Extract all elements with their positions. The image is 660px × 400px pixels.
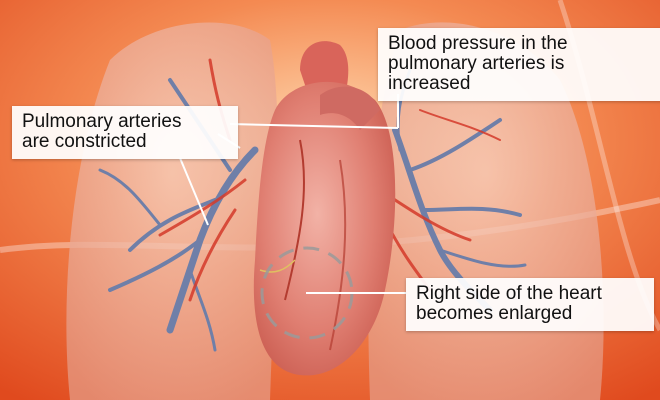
callout-line: Pulmonary arteries xyxy=(22,111,182,132)
callout-arteries-constricted: Pulmonary arteries are constricted xyxy=(12,106,238,159)
callout-line: are constricted xyxy=(22,131,147,152)
callout-line: Blood pressure in the xyxy=(388,33,568,54)
callout-line: pulmonary arteries is xyxy=(388,53,565,74)
callout-pulmonary-pressure: Blood pressure in the pulmonary arteries… xyxy=(378,28,660,101)
pulmonary-artery-tree-right xyxy=(98,78,259,352)
heart xyxy=(253,81,396,376)
callout-line: Right side of the heart xyxy=(416,283,602,304)
callout-line: increased xyxy=(388,73,471,94)
coronary-vessel xyxy=(284,139,305,301)
coronary-vessel xyxy=(259,259,296,273)
callout-heart-enlarged: Right side of the heart becomes enlarged xyxy=(406,278,654,331)
pulmonary-trunk xyxy=(320,86,380,130)
coronary-vessel xyxy=(329,159,347,351)
callout-line: becomes enlarged xyxy=(416,303,573,324)
